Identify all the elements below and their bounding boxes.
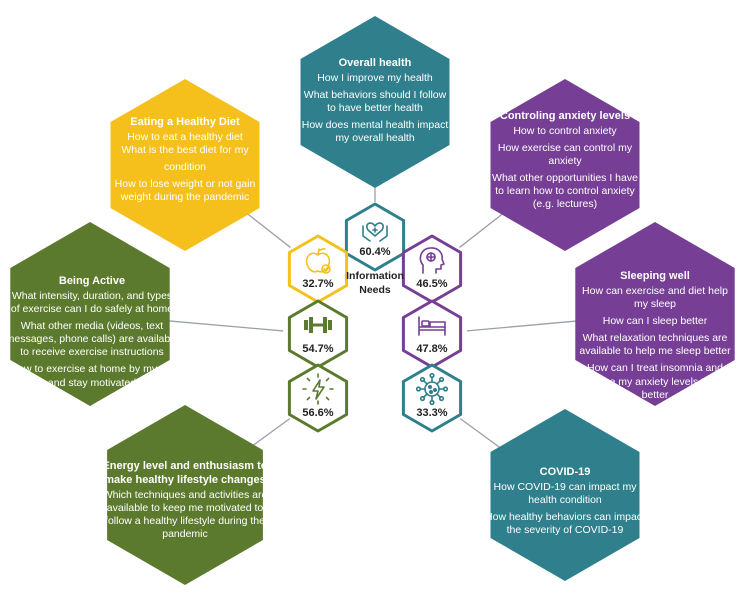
line-sleep: my sleep xyxy=(633,297,676,310)
title-overall: Overall health xyxy=(338,57,412,69)
line-active: of exercise can I do safely at home xyxy=(10,302,174,315)
connector-active xyxy=(163,319,284,332)
hexagon-overall xyxy=(300,16,450,188)
percent-diet: 32.7% xyxy=(302,278,334,290)
line-sleep: decrease my anxiety levels to sleep xyxy=(572,375,738,388)
line-active: and stay motivated xyxy=(47,376,137,389)
small-hexagon-active xyxy=(287,299,349,369)
line-diet: weight during the pandemic xyxy=(120,191,250,204)
heart-hands-icon xyxy=(362,222,388,242)
hexagon-diet xyxy=(110,79,260,251)
line-overall: to have better health xyxy=(327,102,423,114)
line-overall: How I improve my health xyxy=(317,71,433,84)
line-diet: How to eat a healthy diet xyxy=(127,130,243,143)
percent-covid: 33.3% xyxy=(416,407,448,419)
percent-energy: 56.6% xyxy=(302,407,334,419)
line-active: messages, phone calls) are available xyxy=(5,333,179,346)
line-anxiety: (e.g. lectures) xyxy=(532,198,598,211)
line-sleep: How can exercise and diet help xyxy=(582,284,728,297)
percent-overall: 60.4% xyxy=(359,246,391,258)
line-anxiety: anxiety xyxy=(548,155,582,167)
line-overall: How does mental health impact xyxy=(301,119,449,132)
line-diet: How to lose weight or not gain xyxy=(114,178,256,191)
line-covid: How COVID-19 can impact my xyxy=(493,480,637,493)
head-brain-icon xyxy=(419,247,445,274)
title-covid: COVID-19 xyxy=(539,466,591,478)
hexagon-covid xyxy=(490,409,640,581)
hexagon-anxiety xyxy=(490,79,640,251)
line-diet: What is the best diet for my xyxy=(121,143,249,156)
line-covid: health condition xyxy=(528,493,602,506)
line-anxiety: How exercise can control my xyxy=(497,141,633,154)
line-energy: available to keep me motivated to xyxy=(106,501,264,514)
line-active: How to exercise at home by myself xyxy=(10,363,174,376)
percent-sleep: 47.8% xyxy=(416,343,448,355)
title-diet: Eating a Healthy Diet xyxy=(130,116,240,128)
line-sleep: What relaxation techniques are xyxy=(582,332,728,345)
percent-anxiety: 46.5% xyxy=(416,278,448,290)
line-diet: condition xyxy=(163,161,207,173)
line-energy: Which techniques and activities are xyxy=(102,488,268,501)
center-label-line1: Information xyxy=(346,270,404,282)
title-anxiety: Controling anxiety levels xyxy=(499,110,631,122)
line-overall: What behaviors should I follow xyxy=(303,88,447,101)
hexagon-active xyxy=(10,222,170,406)
title-active: Being Active xyxy=(58,275,126,287)
apple-icon xyxy=(305,248,331,274)
center-label-line2: Needs xyxy=(359,283,391,296)
virus-icon xyxy=(415,372,449,406)
line-covid: the severity of COVID-19 xyxy=(506,524,624,537)
small-hexagon-overall xyxy=(344,202,406,272)
bed-icon xyxy=(418,316,446,336)
line-anxiety: How to control anxiety xyxy=(513,124,617,137)
percent-active: 54.7% xyxy=(302,343,334,355)
line-anxiety: What other opportunities I have xyxy=(492,172,638,185)
hexagon-energy xyxy=(107,405,263,585)
dumbbell-icon xyxy=(304,317,332,333)
hexagon-sleep xyxy=(575,222,735,406)
line-sleep: available to help me sleep better xyxy=(579,345,731,358)
line-active: What intensity, duration, and types xyxy=(11,289,173,302)
line-energy: pandemic xyxy=(162,527,208,540)
line-sleep: How can I treat insomnia and xyxy=(587,362,723,375)
small-hexagon-energy xyxy=(287,363,349,433)
title-energy: Energy level and enthusiasm to make heal… xyxy=(102,460,268,486)
line-overall: my overall health xyxy=(335,132,415,145)
line-covid: How healthy behaviors can impact xyxy=(485,511,645,523)
small-hexagon-sleep xyxy=(401,299,463,369)
line-anxiety: to learn how to control anxiety xyxy=(495,185,635,198)
line-active: What other media (videos, text xyxy=(20,320,164,332)
line-sleep: better xyxy=(641,388,669,401)
line-active: to receive exercise instructions xyxy=(20,346,164,359)
line-sleep: How can I sleep better xyxy=(602,315,708,327)
connector-sleep xyxy=(466,319,582,332)
line-energy: follow a healthy lifestyle during the xyxy=(105,514,265,527)
text-block-energy: Energy level and enthusiasm to make heal… xyxy=(95,460,275,541)
lightning-bulb-icon xyxy=(302,373,334,405)
center-label: Information Needs xyxy=(331,270,419,297)
title-sleep: Sleeping well xyxy=(620,270,690,282)
